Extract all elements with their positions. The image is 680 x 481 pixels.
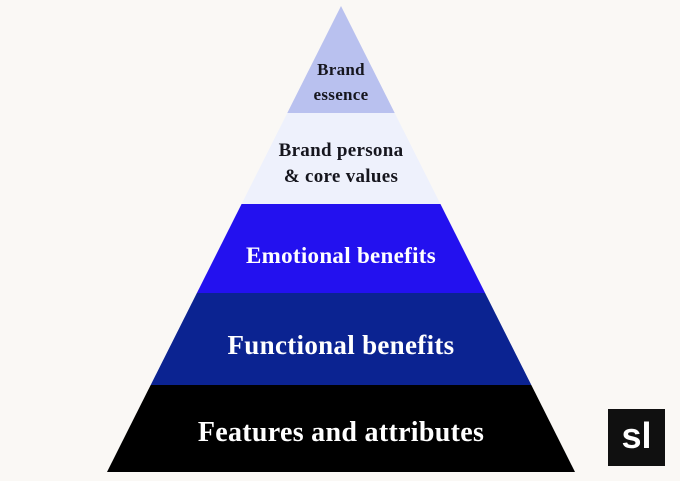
pyramid-level-brand-persona-core-values: Brand persona & core values bbox=[107, 113, 575, 204]
level-label-line: essence bbox=[313, 84, 369, 104]
level-label-line: Emotional benefits bbox=[245, 242, 437, 268]
pyramid-level-brand-essence: Brand essence bbox=[107, 6, 575, 113]
sl-logo-text: sl bbox=[621, 414, 652, 456]
pyramid-level-emotional-benefits: Emotional benefits bbox=[107, 204, 575, 293]
pyramid-level-functional-benefits: Functional benefits bbox=[107, 293, 575, 385]
level-label-line: Brand persona bbox=[278, 139, 404, 161]
level-label-line: Features and attributes bbox=[197, 416, 485, 448]
level-label-line: Functional benefits bbox=[227, 329, 455, 360]
level-label-line: & core values bbox=[283, 165, 399, 187]
brand-pyramid: Brand essence Brand persona & core value… bbox=[107, 6, 575, 472]
sl-logo: sl bbox=[608, 409, 665, 466]
pyramid-level-features-and-attributes: Features and attributes bbox=[107, 385, 575, 472]
level-label-line: Brand bbox=[317, 59, 365, 79]
